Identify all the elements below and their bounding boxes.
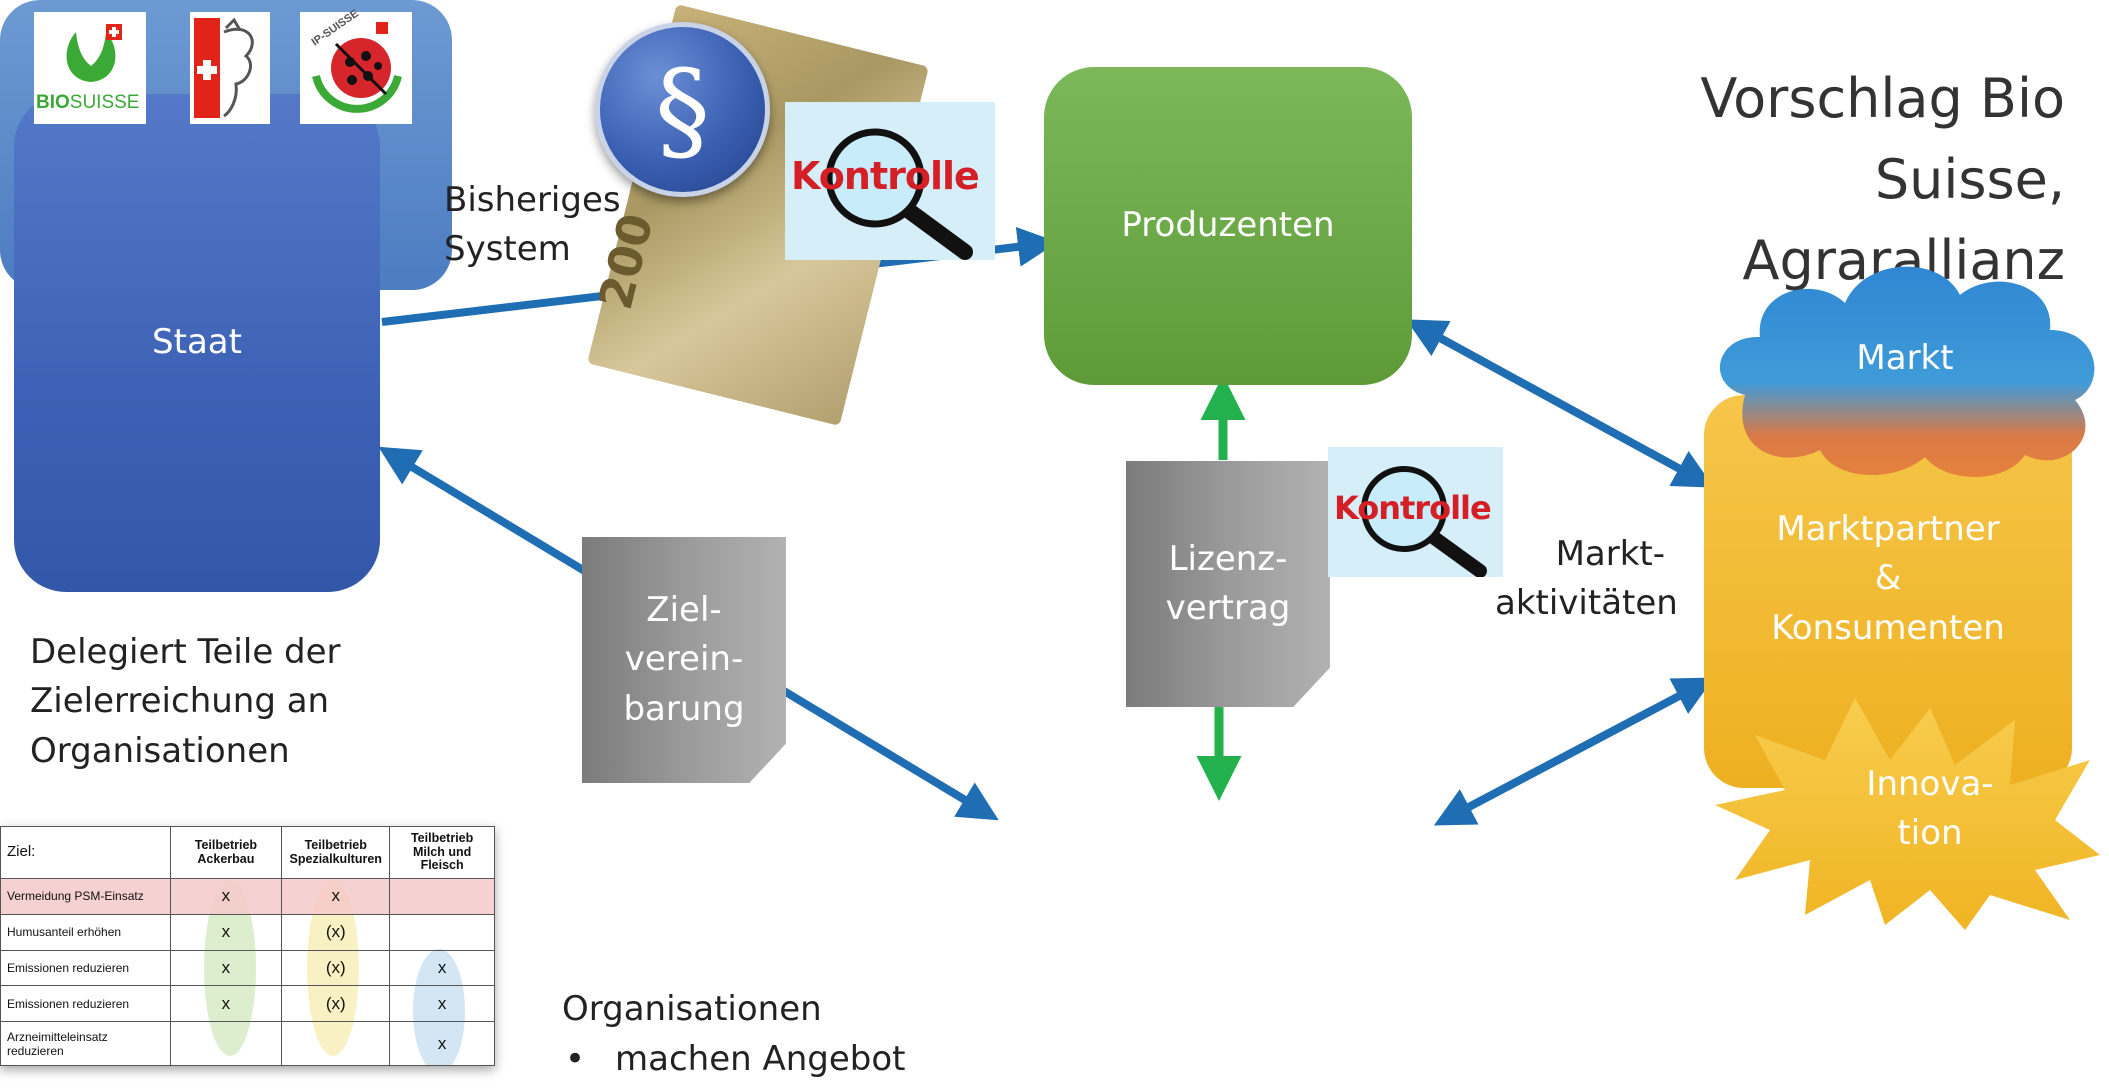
table-header: Teilbetrieb Spezialkulturen xyxy=(281,826,391,879)
marktpartner-line-3: Konsumenten xyxy=(1771,607,2005,648)
table-cell: x xyxy=(281,878,391,915)
paragraph-icon: § xyxy=(595,22,770,197)
staat-box: Staat xyxy=(14,94,380,592)
table-cell: Emissionen reduzieren xyxy=(0,949,171,987)
innovation-label: Innova- tion xyxy=(1840,760,2020,859)
table-cell: x xyxy=(389,985,495,1022)
delegiert-line-2: Zielerreichung an xyxy=(30,681,330,722)
ziel-table-grid: Ziel: Teilbetrieb Ackerbau Teilbetrieb S… xyxy=(0,826,495,1066)
table-row: Arzneimitteleinsatz reduzieren x xyxy=(0,1021,495,1066)
arrow-produzenten-markt xyxy=(1418,323,1715,488)
delegiert-text: Delegiert Teile der Zielerreichung an Or… xyxy=(30,628,341,776)
paragraph-symbol: § xyxy=(655,45,710,174)
bullet-text: machen Angebot xyxy=(615,1039,906,1079)
table-cell: x xyxy=(389,949,495,987)
table-cell: x xyxy=(169,878,283,915)
organisationen-heading: Organisationen xyxy=(562,989,822,1029)
kontrolle-word-middle: Kontrolle xyxy=(1334,489,1492,527)
marktakt-line-1: Markt- xyxy=(1555,534,1665,574)
ipsuisse-logo: IP-SUISSE xyxy=(300,7,412,124)
produzenten-label: Produzenten xyxy=(1121,205,1335,246)
page-title: Vorschlag Bio Suisse, Agrarallianz xyxy=(1505,58,2065,301)
suisse-garantie-logo xyxy=(190,12,270,124)
delegiert-line-1: Delegiert Teile der xyxy=(30,632,341,672)
biosuisse-wordmark: BIOSUISSE xyxy=(36,92,139,114)
organisation-line-1: Organisation: xyxy=(940,926,1169,967)
marktpartner-line-2: & xyxy=(1874,558,1902,599)
organisation-text: Organisation: Label, Branche mit zertifi… xyxy=(0,922,2109,1070)
arrow-staat-organisation-head xyxy=(937,781,999,821)
kontrolle-word-top: Kontrolle xyxy=(791,154,980,198)
magnifier-icon xyxy=(1361,466,1487,577)
lizenzvertrag-document: Lizenz- vertrag xyxy=(1126,461,1330,707)
lizenz-line-1: Lizenz- xyxy=(1168,538,1288,579)
table-cell: Arzneimitteleinsatz reduzieren xyxy=(0,1021,171,1066)
title-line-1: Vorschlag Bio Suisse, xyxy=(1700,67,2065,211)
table-cell xyxy=(389,913,495,951)
delegiert-line-3: Organisationen xyxy=(30,730,290,771)
organisation-line-2: Label, Branche mit xyxy=(894,975,1215,1016)
organisationen-bullet: •machen Angebot xyxy=(565,1039,906,1079)
marktaktivitaeten-label: Markt- aktivitäten xyxy=(1495,530,1678,629)
ziel-line-2: verein- xyxy=(624,639,744,680)
arrow-organisation-markt xyxy=(1446,677,1715,822)
table-cell: x xyxy=(169,913,283,951)
table-cell xyxy=(389,878,495,915)
biosuisse-bio: BIO xyxy=(36,92,70,113)
zielvereinbarung-document: Ziel- verein- barung xyxy=(582,537,786,783)
ziel-line-3: barung xyxy=(623,688,745,729)
innovation-star-icon xyxy=(1715,698,2100,930)
table-header: Ziel: xyxy=(0,826,171,879)
table-row: Emissionen reduzieren x (x) x xyxy=(0,949,495,987)
table-row: Emissionen reduzieren x (x) x xyxy=(0,985,495,1022)
ziel-table: Ziel: Teilbetrieb Ackerbau Teilbetrieb S… xyxy=(0,826,495,1066)
table-row: Humusanteil erhöhen x (x) xyxy=(0,913,495,951)
biosuisse-bud-icon xyxy=(66,24,122,82)
table-row: Vermeidung PSM-Einsatz x x xyxy=(0,878,495,915)
table-cell: (x) xyxy=(281,913,391,951)
ziel-line-1: Ziel- xyxy=(646,590,722,631)
markt-cloud-icon xyxy=(1719,266,2095,477)
table-cell: (x) xyxy=(281,949,391,987)
kontrolle-image-top: Kontrolle xyxy=(785,102,995,260)
innovation-line-1: Innova- xyxy=(1866,764,1994,804)
table-cell: Vermeidung PSM-Einsatz xyxy=(0,878,171,915)
table-cell: x xyxy=(169,985,283,1022)
marktakt-line-2: aktivitäten xyxy=(1495,583,1678,624)
table-cell xyxy=(169,1021,283,1066)
table-cell: Emissionen reduzieren xyxy=(0,985,171,1022)
table-cell: x xyxy=(169,949,283,987)
ladybug-icon xyxy=(312,22,402,113)
table-cell: x xyxy=(389,1021,495,1066)
marktpartner-line-1: Marktpartner xyxy=(1776,509,2000,549)
biosuisse-logo: BIOSUISSE xyxy=(34,12,146,124)
lizenz-line-2: vertrag xyxy=(1165,588,1291,628)
bisheriges-system-label: Bisheriges System xyxy=(444,176,621,275)
magnifier-icon xyxy=(825,128,973,260)
suisse-garantie-icon xyxy=(194,17,254,118)
staat-label: Staat xyxy=(152,322,242,363)
markt-label: Markt xyxy=(1856,338,1954,378)
table-header: Teilbetrieb Milch und Fleisch xyxy=(389,826,495,879)
table-cell: (x) xyxy=(281,985,391,1022)
biosuisse-suisse: SUISSE xyxy=(69,92,140,113)
bisheriges-line-1: Bisheriges xyxy=(444,180,621,220)
produzenten-box: Produzenten xyxy=(1044,67,1412,385)
innovation-line-2: tion xyxy=(1897,813,1963,854)
bisheriges-line-2: System xyxy=(444,229,571,270)
table-cell: Humusanteil erhöhen xyxy=(0,913,171,951)
organisation-line-3: zertifiz. Richtlinien xyxy=(896,1024,1213,1065)
table-cell xyxy=(281,1021,391,1066)
kontrolle-image-middle: Kontrolle xyxy=(1328,447,1503,577)
table-header: Teilbetrieb Ackerbau xyxy=(169,826,283,879)
